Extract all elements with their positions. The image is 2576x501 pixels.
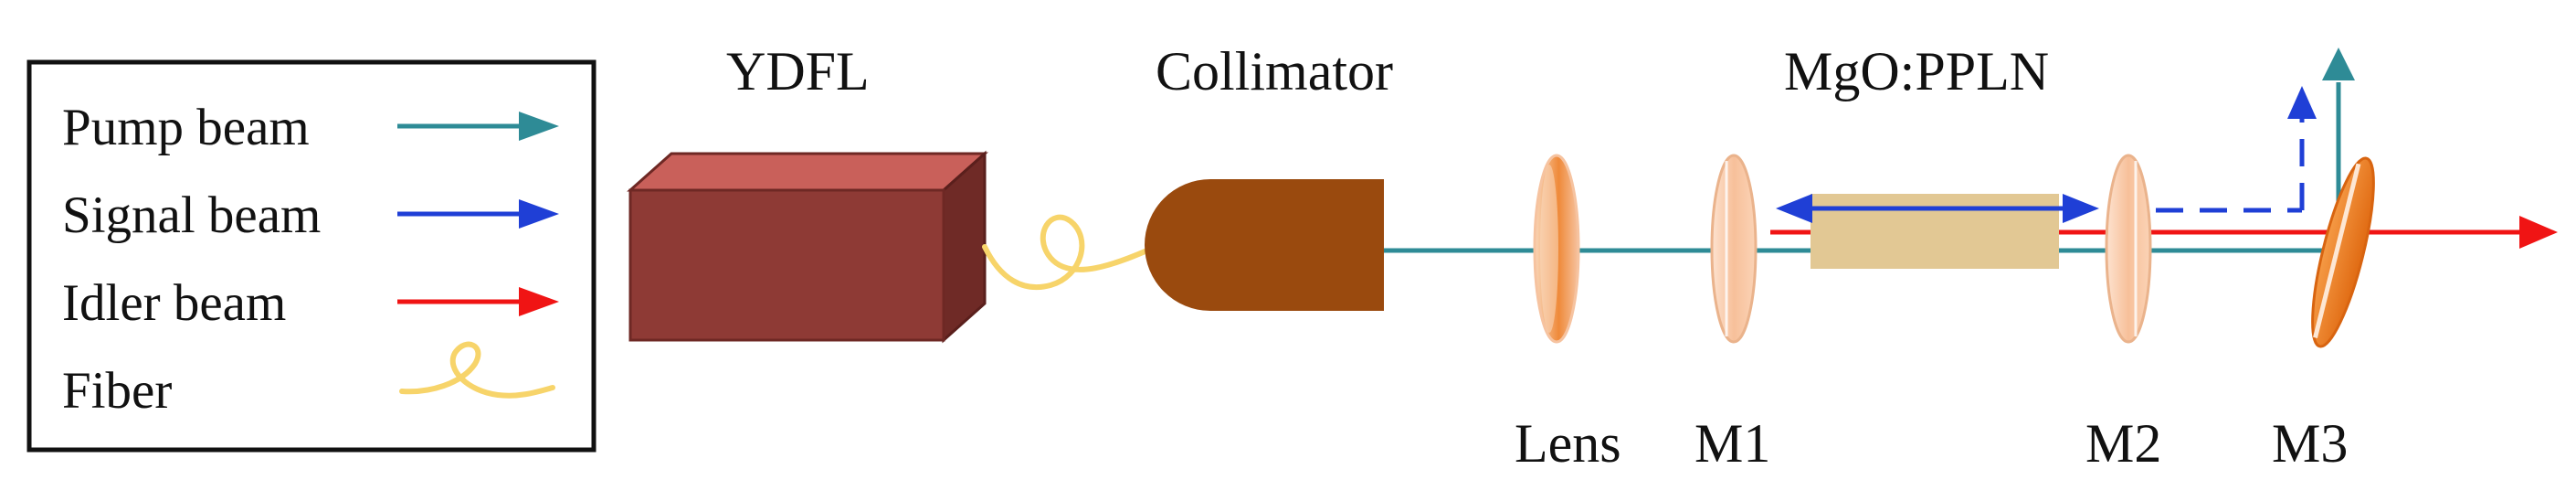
- label-m1: M1: [1694, 413, 1770, 474]
- legend-label-signal: Signal beam: [62, 187, 321, 244]
- mirror-m3: [2311, 156, 2375, 348]
- label-m2: M2: [2085, 413, 2161, 474]
- signal-beam-path: [1776, 86, 2317, 223]
- focusing-lens: [1533, 154, 1580, 344]
- signal-beam-arrow-icon: [397, 199, 559, 229]
- pump-beam-arrow-icon: [397, 112, 559, 141]
- legend-label-idler: Idler beam: [62, 274, 286, 332]
- mirror-m2: [2105, 154, 2152, 344]
- fiber-coil-icon: [399, 341, 555, 399]
- collimator-body: [1145, 179, 1384, 311]
- label-crystal: MgO:PPLN: [1784, 41, 2049, 101]
- fiber-cable: [982, 214, 1158, 291]
- label-collimator: Collimator: [1156, 41, 1393, 101]
- legend-label-fiber: Fiber: [62, 362, 172, 420]
- legend-label-pump: Pump beam: [62, 99, 310, 156]
- legend: Pump beam Signal beam Idler beam Fiber: [26, 59, 596, 453]
- label-lens: Lens: [1515, 413, 1621, 474]
- label-m3: M3: [2272, 413, 2348, 474]
- ydfl-laser-box: [627, 150, 988, 344]
- mirror-m1: [1710, 154, 1758, 344]
- label-ydfl: YDFL: [726, 41, 870, 101]
- mgo-ppln-crystal: [1811, 194, 2059, 269]
- idler-beam-arrow-icon: [397, 287, 559, 316]
